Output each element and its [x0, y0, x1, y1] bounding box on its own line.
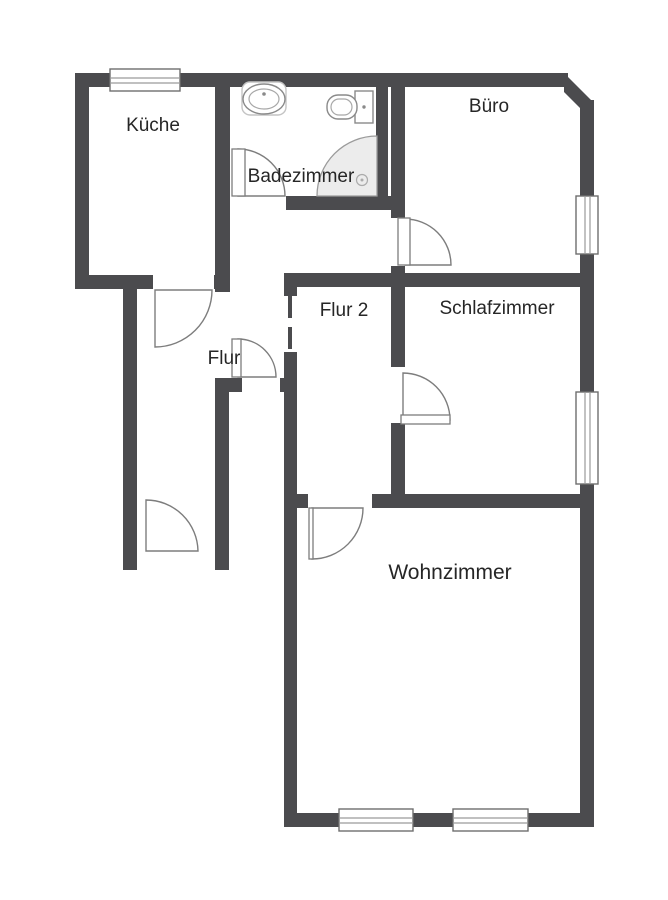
kueche-door-swing — [154, 289, 213, 348]
wall-top-exterior — [75, 73, 568, 87]
wall-flur2-top — [284, 273, 580, 287]
wall-corridor-left — [123, 287, 137, 570]
buero-window — [575, 195, 599, 255]
schlafzimmer-window — [575, 391, 599, 485]
wohnzimmer-door-opening — [308, 490, 372, 512]
windows — [109, 68, 599, 832]
kueche-door-opening — [153, 271, 214, 293]
room-label-buero: Büro — [469, 96, 509, 117]
shower-icon — [316, 135, 378, 197]
doors — [145, 148, 452, 560]
room-label-kueche: Küche — [126, 115, 180, 136]
buero-door-swing — [404, 218, 452, 266]
room-label-badezimmer: Badezimmer — [248, 166, 355, 187]
wall-bottom-exterior — [284, 813, 594, 827]
wall-west-wohnzimmer — [284, 352, 297, 827]
entrance-door-swing — [145, 499, 199, 552]
wall-kueche-left — [75, 73, 89, 289]
schlafzimmer-door-swing — [402, 372, 451, 421]
flur-door-leaf — [231, 338, 242, 378]
fixtures — [241, 81, 378, 197]
flur-door-opening — [242, 374, 280, 396]
flur-door-swing — [237, 338, 277, 378]
kueche-window — [109, 68, 181, 92]
wall-badezimmer-right — [376, 87, 388, 210]
room-label-flur: Flur — [208, 348, 241, 369]
toilet-icon — [326, 90, 374, 124]
room-label-schlafzimmer: Schlafzimmer — [439, 298, 555, 319]
wall-corridor-right — [215, 392, 229, 570]
entrance-door-opening — [139, 549, 207, 572]
schlafzimmer-door-leaf — [400, 414, 451, 425]
washbasin-icon — [241, 81, 287, 116]
buero-door-leaf — [397, 217, 411, 266]
badezimmer-door-opening — [230, 192, 286, 214]
wohnzimmer-door-swing — [311, 507, 364, 560]
wohnzimmer-door-leaf — [308, 507, 314, 560]
wohnzimmer-window-left — [338, 808, 414, 832]
room-label-flur2: Flur 2 — [320, 300, 369, 321]
wall-kueche-right — [215, 87, 230, 292]
wohnzimmer-window-right — [452, 808, 529, 832]
room-label-wohnzimmer: Wohnzimmer — [388, 561, 511, 584]
badezimmer-door-leaf — [231, 148, 246, 197]
room-labels: Küche Badezimmer Büro Flur Flur 2 Schlaf… — [126, 96, 555, 584]
